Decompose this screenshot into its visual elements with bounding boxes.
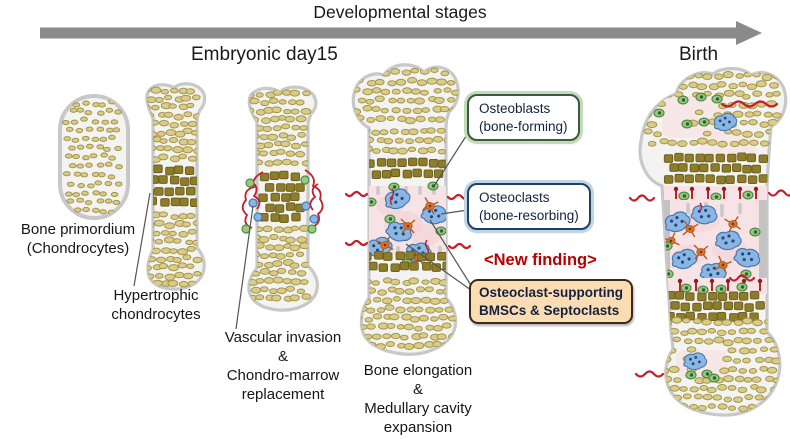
label-line: replacement (241, 385, 325, 403)
bone-primordium-illustration (58, 94, 130, 220)
label-line: Medullary cavity (364, 399, 472, 417)
label-bone-primordium: Bone primordium (Chondrocytes) (6, 221, 150, 259)
diagram-title: Developmental stages (313, 2, 487, 22)
hypertrophic-bone-illustration (145, 82, 207, 291)
vascular-invasion-bone-illustration (247, 85, 320, 312)
label-line: Hypertrophic (113, 287, 199, 304)
callout-line: Osteoclast-supporting (479, 285, 624, 300)
callout-osteoclasts: Osteoclasts (bone-resorbing) (467, 183, 591, 231)
label-line: & (412, 380, 423, 398)
birth-bone-illustration (638, 66, 788, 417)
label-line: Bone elongation (363, 362, 473, 379)
callout-osteoclast-supporting: Osteoclast-supporting BMSCs & Septoclast… (469, 279, 634, 325)
stage-label-birth: Birth (679, 44, 719, 65)
elongating-bone-illustration (351, 63, 460, 356)
leader-lines (133, 129, 479, 330)
callout-line: Osteoclasts (479, 190, 550, 205)
label-line: chondrocytes (111, 305, 201, 323)
new-finding-label: <New finding> (484, 251, 597, 269)
invading-blood-vessels (241, 169, 324, 234)
label-bone-elongation: Bone elongation & Medullary cavity expan… (344, 362, 492, 438)
callout-line: (bone-forming) (479, 118, 568, 134)
label-line: Vascular invasion (224, 329, 342, 346)
label-line: (Chondrocytes) (26, 239, 130, 257)
label-line: & (277, 347, 288, 365)
label-vascular-invasion: Vascular invasion & Chondro-marrow repla… (208, 329, 358, 405)
callout-line: BMSCs & Septoclasts (479, 302, 620, 318)
callout-line: Osteoblasts (479, 101, 551, 116)
label-line: Bone primordium (20, 221, 136, 238)
callout-line: (bone-resorbing) (479, 207, 579, 223)
stage-label-embryonic-day15: Embryonic day15 (191, 44, 338, 65)
label-line: expansion (383, 418, 453, 436)
timeline-arrow (40, 21, 762, 45)
birth-medullary-cavity (661, 200, 767, 283)
label-hypertrophic-chondrocytes: Hypertrophic chondrocytes (93, 287, 219, 325)
label-line: Chondro-marrow (226, 366, 340, 384)
callout-osteoblasts: Osteoblasts (bone-forming) (467, 94, 580, 142)
